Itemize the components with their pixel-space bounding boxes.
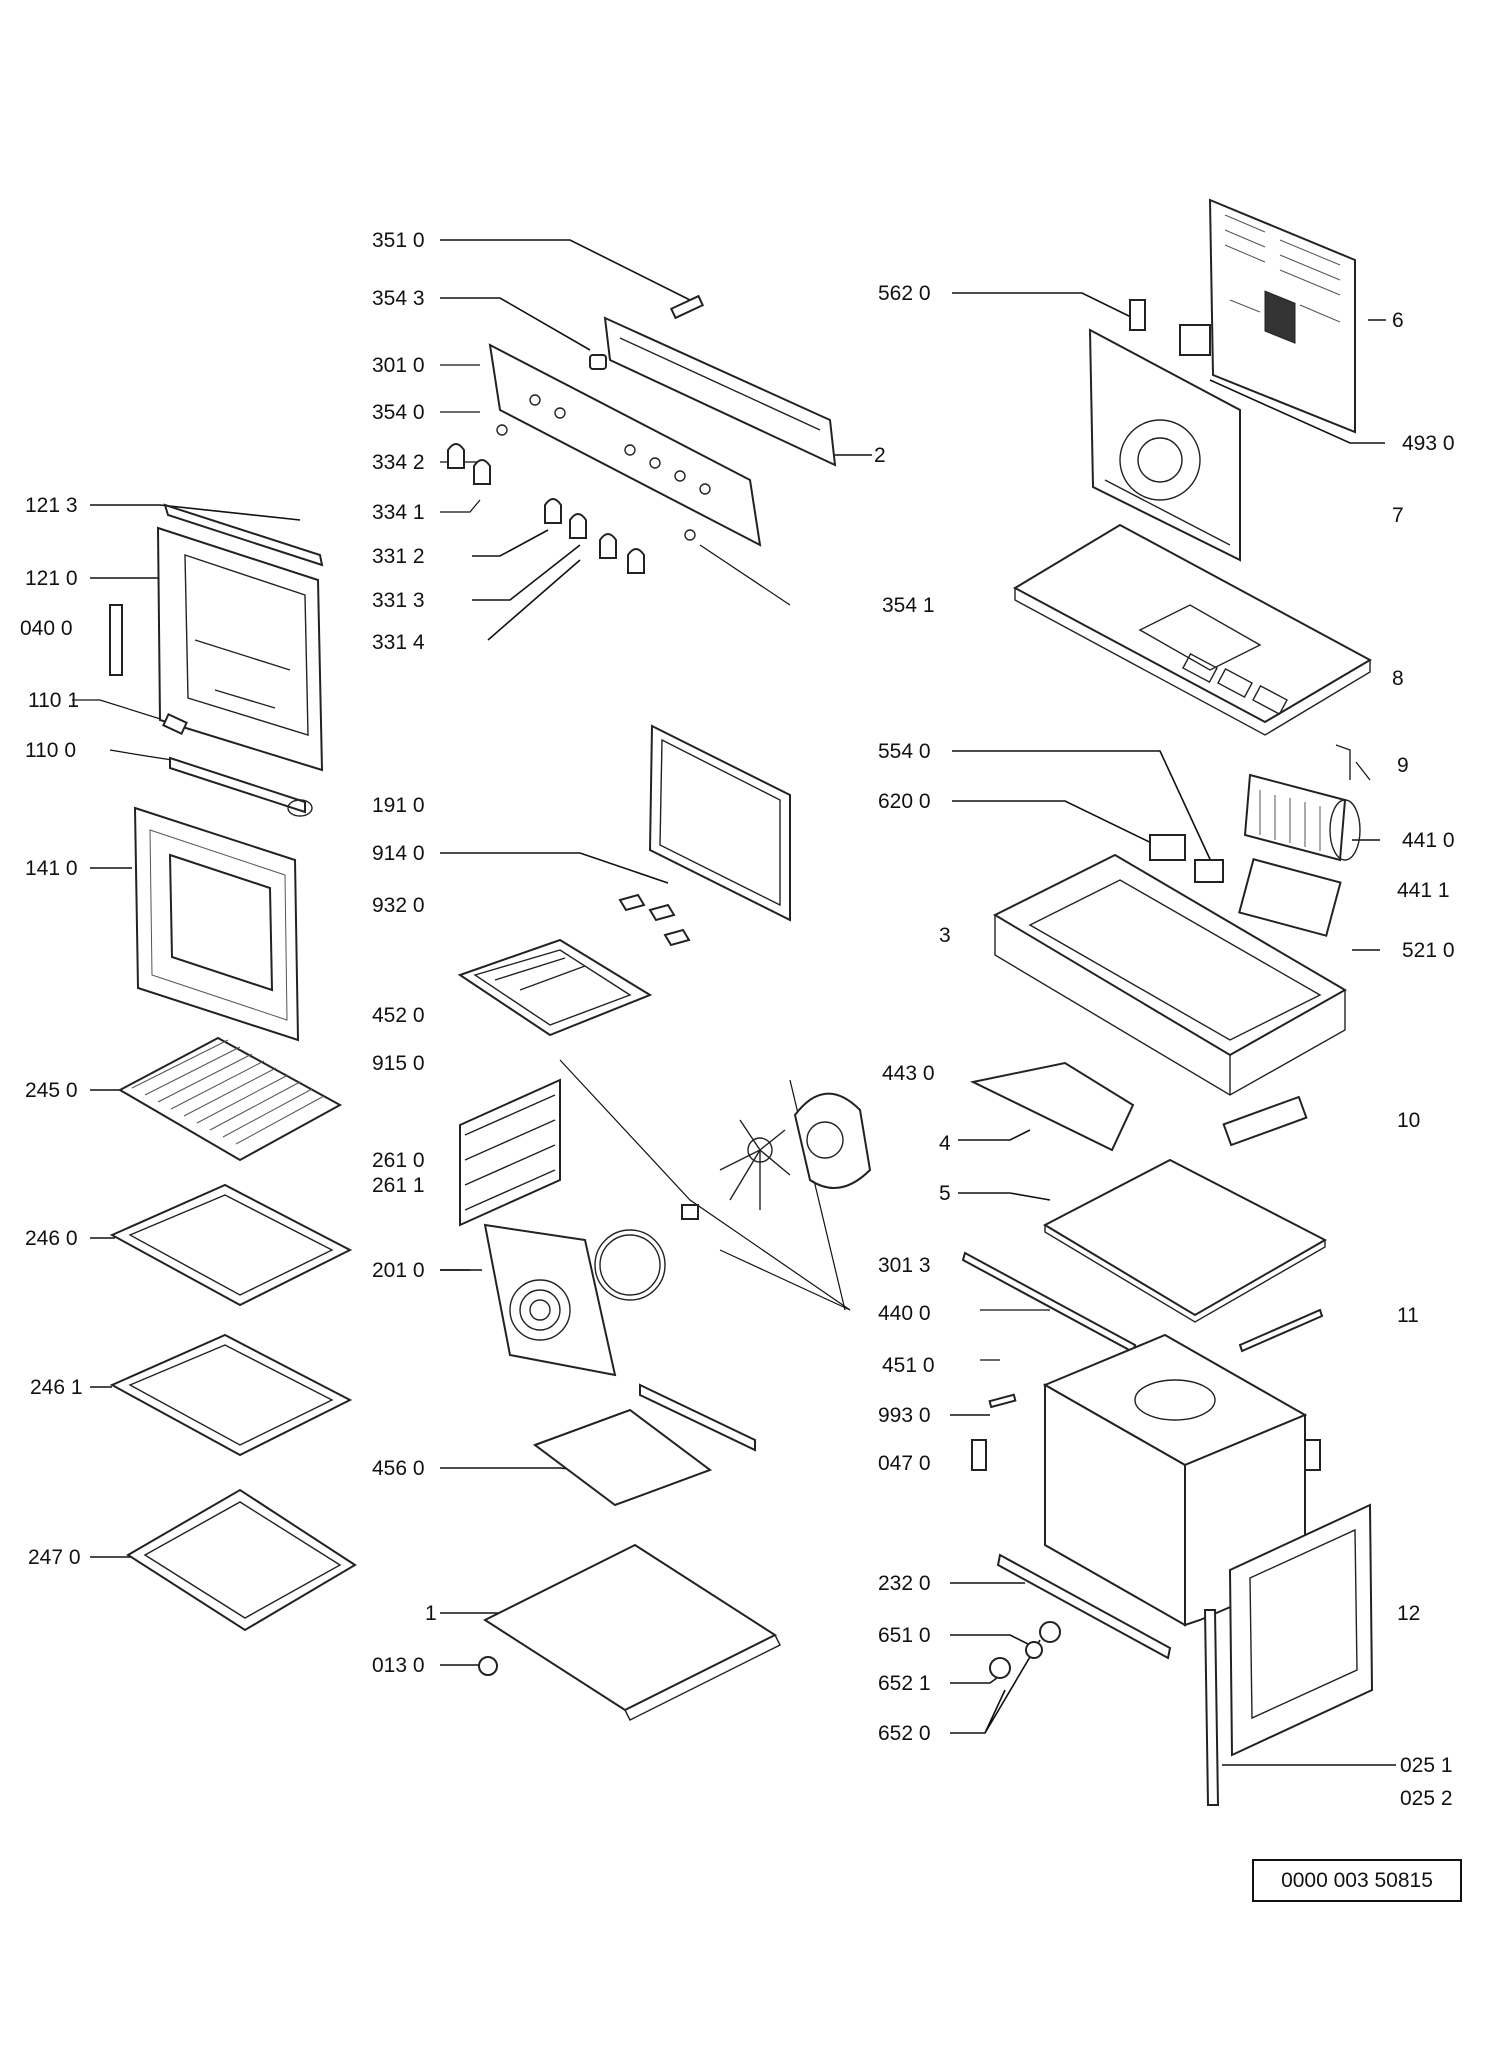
label-441-0: 441 0 <box>1402 829 1455 852</box>
base-plate-part <box>478 1543 781 1721</box>
top-plate-part <box>1012 523 1373 736</box>
label-110-1: 110 1 <box>28 689 79 712</box>
label-025-2: 025 2 <box>1400 1787 1453 1810</box>
label-246-0: 246 0 <box>25 1227 78 1250</box>
fan-cover-part <box>483 1223 617 1377</box>
label-331-2: 331 2 <box>372 545 425 568</box>
ring-element-part <box>594 1229 666 1301</box>
label-554-0: 554 0 <box>878 740 931 763</box>
bottom-rail-part <box>996 1553 1172 1660</box>
label-620-0: 620 0 <box>878 790 931 813</box>
label-8: 8 <box>1392 667 1404 690</box>
label-9: 9 <box>1397 754 1409 777</box>
insulation-plate-part <box>961 1158 1328 1354</box>
label-10: 10 <box>1397 1109 1421 1132</box>
label-025-1: 025 1 <box>1400 1754 1453 1777</box>
label-261-1: 261 1 <box>372 1174 425 1197</box>
deep-tray-part <box>109 1333 353 1457</box>
label-456-0: 456 0 <box>372 1457 425 1480</box>
grill-tray-part <box>126 1488 357 1632</box>
document-number: 0000 003 50815 <box>1281 1868 1433 1892</box>
inner-door-glass-part <box>133 806 300 1042</box>
label-354-0: 354 0 <box>372 401 425 424</box>
label-040-0: 040 0 <box>20 617 73 640</box>
label-191-0: 191 0 <box>372 794 425 817</box>
baking-tray-part <box>109 1183 353 1307</box>
label-6: 6 <box>1392 309 1404 332</box>
label-301-0: 301 0 <box>372 354 425 377</box>
small-parts <box>971 1393 1061 1679</box>
label-451-0: 451 0 <box>882 1354 935 1377</box>
label-932-0: 932 0 <box>372 894 425 917</box>
label-245-0: 245 0 <box>25 1079 78 1102</box>
wire-shelf-part <box>117 1036 343 1162</box>
label-651-0: 651 0 <box>878 1624 931 1647</box>
label-354-1: 354 1 <box>882 594 935 617</box>
label-121-0: 121 0 <box>25 567 78 590</box>
document-number-box: 0000 003 50815 <box>1252 1859 1462 1902</box>
outer-door-part <box>1203 1503 1374 1806</box>
label-5: 5 <box>939 1182 951 1205</box>
label-652-1: 652 1 <box>878 1672 931 1695</box>
label-351-0: 351 0 <box>372 229 425 252</box>
label-443-0: 443 0 <box>882 1062 935 1085</box>
grill-element-part <box>457 893 691 1037</box>
label-452-0: 452 0 <box>372 1004 425 1027</box>
label-261-0: 261 0 <box>372 1149 425 1172</box>
label-047-0: 047 0 <box>878 1452 931 1475</box>
label-652-0: 652 0 <box>878 1722 931 1745</box>
label-915-0: 915 0 <box>372 1052 425 1075</box>
label-232-0: 232 0 <box>878 1572 931 1595</box>
label-331-3: 331 3 <box>372 589 425 612</box>
label-110-0: 110 0 <box>25 739 76 762</box>
label-2: 2 <box>874 444 886 467</box>
label-7: 7 <box>1392 504 1404 527</box>
label-301-3: 301 3 <box>878 1254 931 1277</box>
label-562-0: 562 0 <box>878 282 931 305</box>
label-1: 1 <box>425 1602 437 1625</box>
cover-plate-part <box>648 724 791 922</box>
label-354-3: 354 3 <box>372 287 425 310</box>
tangential-fan-part <box>1243 744 1361 862</box>
label-4: 4 <box>939 1132 951 1155</box>
control-panel-part <box>447 294 837 606</box>
label-334-2: 334 2 <box>372 451 425 474</box>
label-013-0: 013 0 <box>372 1654 425 1677</box>
door-frame-part <box>109 503 324 817</box>
label-440-0: 440 0 <box>878 1302 931 1325</box>
label-914-0: 914 0 <box>372 842 425 865</box>
label-993-0: 993 0 <box>878 1404 931 1427</box>
air-deflector-part <box>969 1061 1308 1152</box>
side-rail-part <box>459 1078 561 1227</box>
label-3: 3 <box>939 924 951 947</box>
label-141-0: 141 0 <box>25 857 78 880</box>
chassis-part <box>992 834 1348 1096</box>
label-11: 11 <box>1397 1304 1419 1327</box>
label-12: 12 <box>1397 1602 1421 1625</box>
label-247-0: 247 0 <box>28 1546 81 1569</box>
label-493-0: 493 0 <box>1402 432 1455 455</box>
label-201-0: 201 0 <box>372 1259 425 1282</box>
label-441-1: 441 1 <box>1397 879 1450 902</box>
label-246-1: 246 1 <box>30 1376 83 1399</box>
shelf-guide-part <box>532 1383 756 1507</box>
label-121-3: 121 3 <box>25 494 78 517</box>
label-331-4: 331 4 <box>372 631 425 654</box>
fan-motor-part <box>681 1092 872 1220</box>
label-334-1: 334 1 <box>372 501 425 524</box>
label-521-0: 521 0 <box>1402 939 1455 962</box>
rear-panel-part <box>1088 198 1356 562</box>
